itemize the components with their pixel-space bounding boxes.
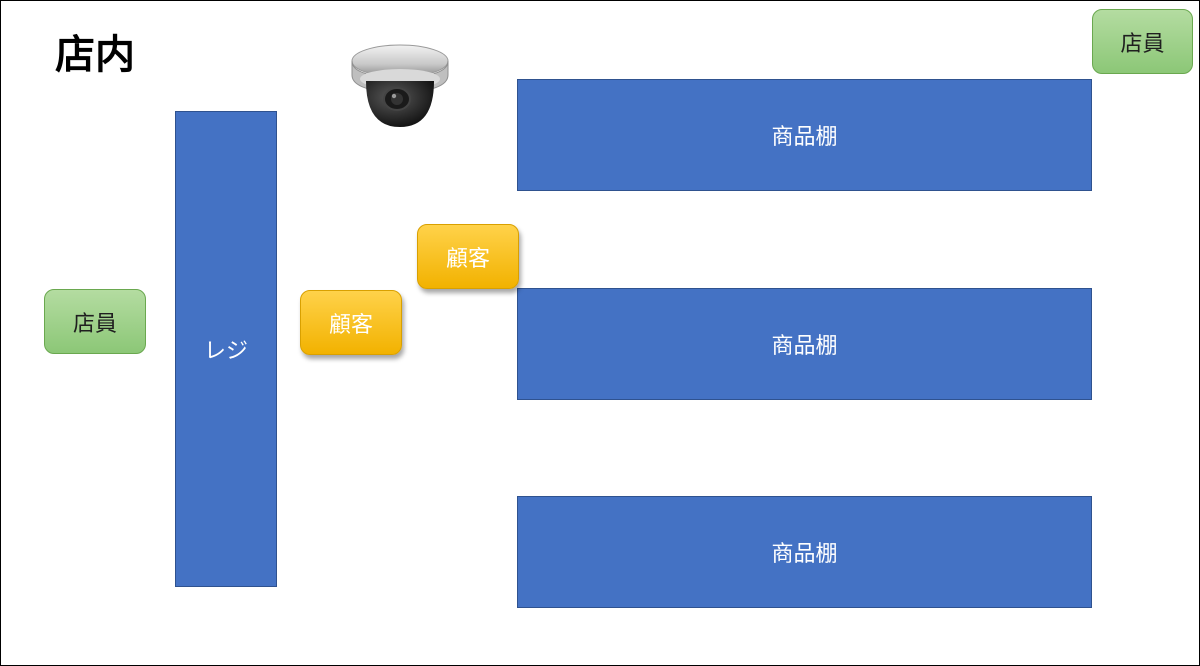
customer-label: 顧客 xyxy=(328,312,373,338)
security-camera-icon xyxy=(351,44,449,127)
shelf-label: 商品棚 xyxy=(771,334,838,359)
staff-top-right: 店員 xyxy=(1092,9,1193,74)
product-shelf-1: 商品棚 xyxy=(517,79,1092,191)
staff-label: 店員 xyxy=(72,311,117,337)
customer-1: 顧客 xyxy=(417,224,519,289)
shelf-label: 商品棚 xyxy=(771,542,838,567)
staff-label: 店員 xyxy=(1120,31,1165,57)
customer-2: 顧客 xyxy=(300,290,402,355)
diagram-title: 店内 xyxy=(55,32,135,78)
shelf-label: 商品棚 xyxy=(771,125,838,150)
staff-left: 店員 xyxy=(44,289,146,354)
product-shelf-2: 商品棚 xyxy=(517,288,1092,400)
product-shelf-3: 商品棚 xyxy=(517,496,1092,608)
register: レジ xyxy=(175,111,277,587)
register-label: レジ xyxy=(203,339,248,364)
customer-label: 顧客 xyxy=(445,246,490,272)
